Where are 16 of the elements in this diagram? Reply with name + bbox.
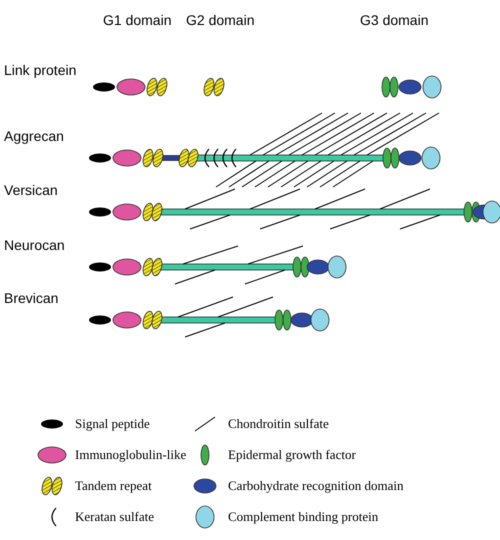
protein-name: Neurocan bbox=[4, 237, 65, 253]
domain-heading: G3 domain bbox=[360, 12, 428, 28]
protein-name: Aggrecan bbox=[4, 128, 64, 144]
legend-text: Signal peptide bbox=[75, 416, 150, 431]
legend-text: Keratan sulfate bbox=[75, 509, 154, 524]
domain-heading: G2 domain bbox=[186, 12, 254, 28]
protein-name: Versican bbox=[4, 182, 58, 198]
legend-text: Chondroitin sulfate bbox=[228, 416, 329, 431]
legend-text: Epidermal growth factor bbox=[228, 447, 356, 462]
legend-text: Carbohydrate recognition domain bbox=[228, 478, 404, 493]
legend-text: Immunoglobulin-like bbox=[75, 447, 186, 462]
protein-name: Brevican bbox=[4, 290, 58, 306]
domain-heading: G1 domain bbox=[103, 12, 172, 28]
legend-text: Tandem repeat bbox=[75, 478, 152, 493]
legend-text: Complement binding protein bbox=[228, 509, 378, 524]
protein-name: Link protein bbox=[4, 62, 76, 78]
